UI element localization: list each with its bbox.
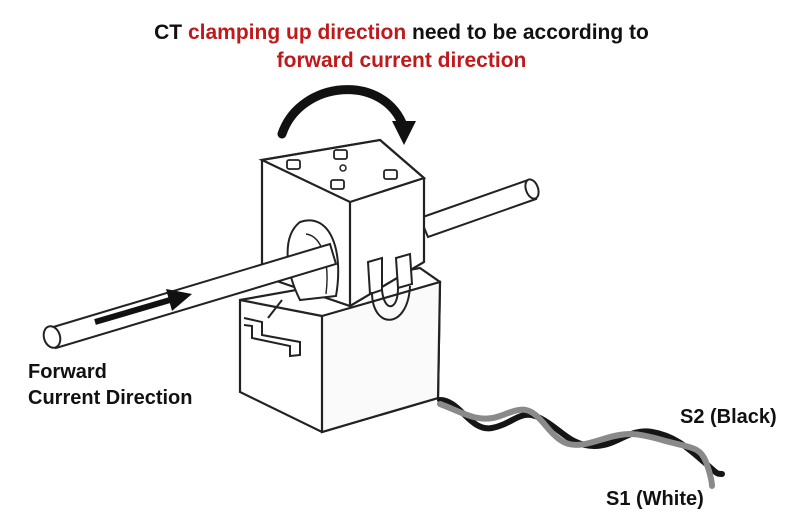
heading-prefix: CT [154,21,188,44]
clamping-arrow-icon [277,85,416,145]
ct-base-housing [238,266,442,434]
heading-suffix: need to be according to [406,21,649,44]
forward-label-line-2: Current Direction [28,387,193,409]
conductor-rod-far [418,178,540,239]
conductor-rod-near [42,242,338,350]
forward-label-line-1: Forward [28,361,107,383]
heading-line-1: CT clamping up direction need to be acco… [0,20,803,46]
s1-label: S1 (White) [606,488,704,510]
heading-highlight-clamping: clamping up direction [187,21,407,44]
heading-line-2: forward current direction [276,49,527,72]
ct-lead-wires [437,397,725,489]
s2-label: S2 (Black) [680,406,777,428]
forward-current-arrow-icon [94,289,192,325]
